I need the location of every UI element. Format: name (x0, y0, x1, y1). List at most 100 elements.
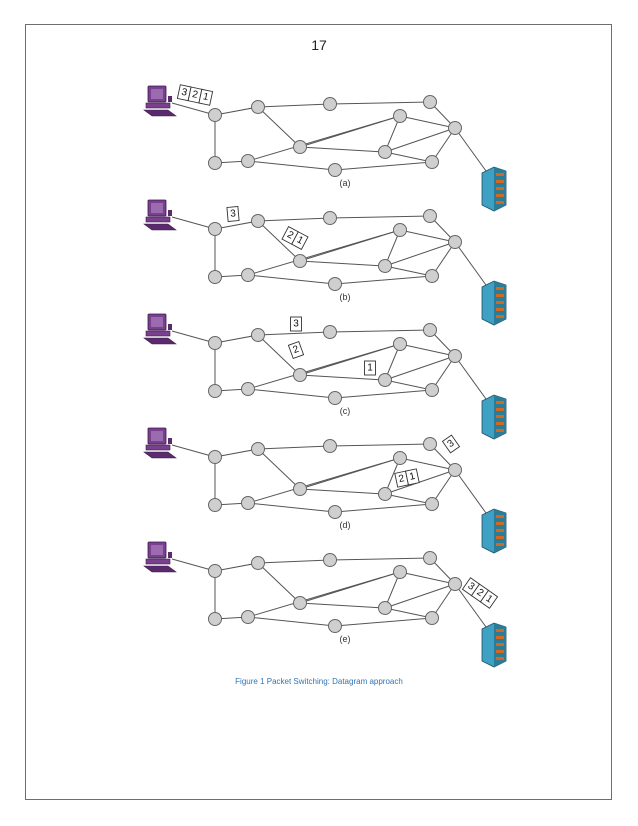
router-node (251, 442, 265, 456)
packet-number: 1 (295, 234, 305, 247)
router-node (241, 154, 255, 168)
router-node (423, 323, 437, 337)
link (299, 229, 401, 262)
server-tower-icon (481, 166, 507, 212)
link (454, 241, 487, 286)
link (454, 355, 487, 400)
page-number: 17 (311, 37, 327, 53)
link (399, 115, 456, 129)
link (214, 448, 259, 458)
packet-box (198, 88, 214, 106)
packet-group: 3 (441, 434, 461, 454)
router-node (293, 596, 307, 610)
link (257, 331, 331, 336)
link (399, 343, 456, 357)
desktop-computer-icon (143, 85, 177, 117)
server-tower-icon (481, 622, 507, 668)
router-node (423, 437, 437, 451)
link (214, 106, 259, 116)
packet-box (287, 340, 305, 360)
router-node (425, 383, 439, 397)
router-node (208, 450, 222, 464)
link (257, 220, 301, 262)
router-node (251, 328, 265, 342)
link (399, 229, 456, 243)
packet-box (479, 589, 499, 609)
router-node (293, 254, 307, 268)
packet-group: 3 (226, 206, 240, 222)
router-node (378, 145, 392, 159)
packet-box (291, 231, 309, 250)
panel-label: (b) (340, 292, 351, 302)
panel-label: (d) (340, 520, 351, 530)
link (384, 493, 433, 505)
link (247, 388, 336, 399)
desktop-computer-icon (143, 199, 177, 231)
figure-caption: Figure 1 Packet Switching: Datagram appr… (235, 677, 403, 686)
page-border (25, 24, 612, 800)
link (384, 355, 456, 381)
link (384, 241, 456, 267)
router-node (393, 223, 407, 237)
packet-number: 1 (409, 471, 417, 483)
router-node (425, 497, 439, 511)
panel-label: (c) (340, 406, 351, 416)
router-node (328, 163, 342, 177)
desktop-computer-icon (143, 541, 177, 573)
link (399, 571, 456, 585)
server-tower-icon (481, 508, 507, 554)
link (247, 274, 336, 285)
link (257, 562, 301, 604)
router-node (251, 556, 265, 570)
packet-box (441, 434, 461, 454)
packet-box (290, 316, 302, 332)
packet-group: 321 (461, 577, 499, 609)
router-node (378, 373, 392, 387)
router-node (241, 382, 255, 396)
router-node (328, 619, 342, 633)
link (214, 220, 259, 230)
link (171, 444, 216, 458)
packet-number: 2 (475, 587, 486, 599)
packet-number: 1 (367, 363, 373, 374)
link (214, 562, 259, 572)
router-node (328, 505, 342, 519)
link (299, 602, 386, 609)
link (299, 374, 386, 381)
router-node (323, 553, 337, 567)
router-node (323, 97, 337, 111)
router-node (448, 121, 462, 135)
router-node (378, 601, 392, 615)
router-node (208, 384, 222, 398)
router-node (251, 100, 265, 114)
router-node (208, 336, 222, 350)
link (299, 260, 386, 267)
packet-group: 3 (290, 316, 302, 332)
link (384, 607, 433, 619)
router-node (448, 463, 462, 477)
router-node (208, 156, 222, 170)
router-node (293, 482, 307, 496)
packet-number: 3 (230, 208, 237, 219)
router-node (208, 108, 222, 122)
link (454, 469, 487, 514)
packet-group: 2 (287, 340, 305, 360)
router-node (208, 612, 222, 626)
link (257, 445, 331, 450)
link (247, 616, 336, 627)
panel-c: (c) 3 2 1 (143, 313, 507, 440)
router-node (423, 95, 437, 109)
panel-e: (e)321 (143, 541, 507, 668)
packet-number: 3 (446, 438, 457, 450)
packet-number: 3 (293, 319, 299, 330)
router-node (293, 368, 307, 382)
router-node (208, 222, 222, 236)
packet-group: 1 (364, 360, 376, 376)
packet-box (364, 360, 376, 376)
link (257, 106, 301, 148)
packet-box (226, 206, 240, 222)
